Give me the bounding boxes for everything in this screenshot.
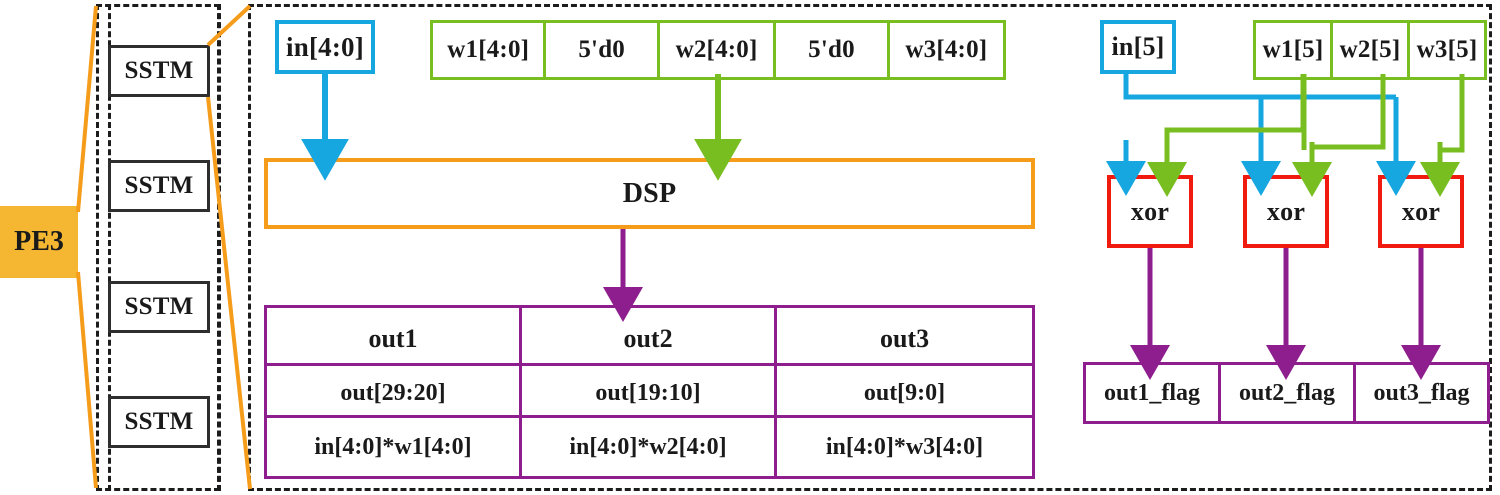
sstm-block-4[interactable]: SSTM [108,396,210,448]
output-table-row1-cell3-label: out[9:0] [863,380,946,406]
output-table-row2-cell3: in[4:0]*w3[4:0] [774,415,1035,479]
sstm-block-3[interactable]: SSTM [108,281,210,333]
flag-row: out1_flag out2_flag out3_flag [1083,362,1490,424]
flag-cell-out1: out1_flag [1083,362,1221,424]
output-table: out1 out2 out3 out[29:20] out[19:10] out… [264,305,1035,479]
sign-weight-cell-w3[interactable]: w3[5] [1407,20,1487,80]
pe-column-frame-right [218,4,221,491]
flag-cell-out2-label: out2_flag [1238,379,1335,406]
output-table-row2-cell2: in[4:0]*w2[4:0] [519,415,778,479]
flag-cell-out3: out3_flag [1352,362,1490,424]
dsp-block[interactable]: DSP [264,158,1035,229]
output-table-header-out3: out3 [774,305,1035,372]
weight-cell-w3[interactable]: w3[4:0] [886,20,1007,80]
weight-cell-w2-label: w2[4:0] [675,36,758,63]
output-table-header-out2-label: out2 [623,323,673,353]
sign-input-box[interactable]: in[5] [1100,20,1176,74]
flag-cell-out1-label: out1_flag [1103,379,1200,406]
xor-block-2[interactable]: xor [1243,175,1329,248]
input-data-box[interactable]: in[4:0] [275,20,375,74]
sign-weight-cell-w2[interactable]: w2[5] [1330,20,1410,80]
weight-cell-w1-label: w1[4:0] [447,36,530,63]
output-table-row1-cell1: out[29:20] [264,363,523,424]
weight-row: w1[4:0] 5'd0 w2[4:0] 5'd0 w3[4:0] [430,20,1007,80]
output-table-row1-cell1-label: out[29:20] [340,380,446,406]
weight-cell-pad1[interactable]: 5'd0 [543,20,660,80]
pe-column-frame-inner [108,4,111,491]
sstm-block-2-label: SSTM [124,172,194,199]
output-table-header-out3-label: out3 [879,323,930,353]
flag-cell-out3-label: out3_flag [1373,379,1470,406]
sign-weight-cell-w3-label: w3[5] [1416,36,1478,63]
weight-cell-w3-label: w3[4:0] [905,36,988,63]
weight-cell-pad1-label: 5'd0 [578,36,625,63]
xor-block-1[interactable]: xor [1107,175,1193,248]
sstm-block-1-label: SSTM [124,57,194,84]
xor-block-3[interactable]: xor [1378,175,1464,248]
xor-block-2-label: xor [1266,196,1306,226]
weight-cell-pad2-label: 5'd0 [808,36,855,63]
pe3-label-box: PE3 [0,206,78,278]
weight-cell-pad2[interactable]: 5'd0 [773,20,890,80]
output-table-row2-cell1-label: in[4:0]*w1[4:0] [314,433,472,460]
dsp-block-label: DSP [622,177,677,209]
output-table-row1-cell2-label: out[19:10] [595,380,701,406]
flag-cell-out2: out2_flag [1217,362,1356,424]
sign-input-label: in[5] [1111,32,1165,61]
weight-cell-w1[interactable]: w1[4:0] [430,20,547,80]
output-table-row2-cell1: in[4:0]*w1[4:0] [264,415,523,479]
xor-block-3-label: xor [1401,196,1441,226]
pe3-label: PE3 [14,226,64,257]
input-data-label: in[4:0] [286,31,364,62]
sign-weight-cell-w1-label: w1[5] [1262,36,1324,63]
sign-weight-row: w1[5] w2[5] w3[5] [1253,20,1487,80]
sstm-block-1[interactable]: SSTM [108,45,210,97]
weight-cell-w2[interactable]: w2[4:0] [656,20,777,80]
sstm-block-3-label: SSTM [124,293,194,320]
output-table-header-out1-label: out1 [368,323,418,353]
sstm-block-4-label: SSTM [124,408,194,435]
output-table-header-out2: out2 [519,305,778,372]
output-table-row2-cell2-label: in[4:0]*w2[4:0] [569,433,727,460]
sign-weight-cell-w1[interactable]: w1[5] [1253,20,1333,80]
sign-weight-cell-w2-label: w2[5] [1339,36,1401,63]
xor-block-1-label: xor [1130,196,1170,226]
sstm-block-2[interactable]: SSTM [108,160,210,212]
output-table-header-out1: out1 [264,305,523,372]
output-table-row2-cell3-label: in[4:0]*w3[4:0] [825,433,984,460]
